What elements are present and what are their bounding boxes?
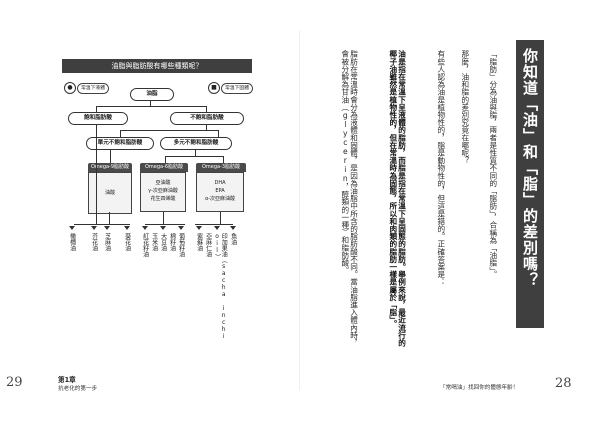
note-solid: 常溫下固體 [221, 83, 253, 94]
oil-fish: 魚油 [229, 233, 237, 245]
oil-cotton: 棉籽油 [168, 233, 176, 251]
left-page: 油脂與脂肪酸有哪些種類呢？ ● 常溫下液體 ■ 常溫下固體 油脂 飽和脂肪酸 不… [6, 59, 253, 392]
omega3-body: DHA EPA α-次亞麻油酸 [196, 172, 244, 212]
oil-soy: 大豆油 [159, 233, 167, 251]
node-root: 油脂 [130, 88, 174, 101]
omega6-item: γ-次亞麻油酸 [148, 188, 178, 194]
node-poly: 多元不飽和脂肪酸 [160, 137, 232, 150]
oil-sunflower: 葵花油 [123, 233, 131, 251]
omega3-head: Omega-3脂肪酸 [196, 163, 246, 172]
solid-icon: ■ [208, 82, 220, 94]
oil-grape: 葡萄籽油 [177, 233, 185, 257]
oil-corn: 玉米油 [150, 233, 158, 251]
chapter-subtitle: 抗老化的第一步 [58, 386, 98, 392]
oil-perilla: 紫蘇油 [195, 233, 203, 251]
omega6-body: 亞油酸 γ-次亞麻油酸 花生四烯酸 [140, 172, 186, 212]
omega3-item: EPA [215, 188, 225, 194]
node-saturated: 飽和脂肪酸 [68, 112, 128, 125]
running-footer: 「常喝油」找回你的體態年齡！ [440, 385, 519, 391]
node-mono: 單元不飽和脂肪酸 [86, 137, 154, 150]
note-liquid: 常溫下液體 [77, 83, 109, 94]
page-title: 你知道「油」和「脂」的差別嗎？ [516, 40, 544, 328]
paragraph-1: 「脂肪」分為油與脂，兩者是性質不同的「脂肪」，合稱為「油脂」。 [488, 50, 498, 278]
oil-linseed: 亞麻仁油 [204, 233, 212, 257]
oil-canola: 芥花油 [90, 233, 98, 251]
omega6-head: Omega-6脂肪酸 [140, 163, 188, 172]
omega6-item: 亞油酸 [155, 180, 171, 186]
drop-icon: ● [64, 82, 76, 94]
paragraph-5: 脂肪在常溫時會分為液體和固體，是因為油脂中所含的脂肪酸不同。當油脂進入體內時，會… [340, 50, 359, 347]
omega9-body: 油酸 [88, 172, 132, 214]
node-unsaturated: 不飽和脂肪酸 [170, 112, 244, 125]
paragraph-4: 油是指在常溫下呈液體的脂肪，而脂是指在常溫下呈固態的脂肪。舉例來說，最近流行的椰… [388, 50, 407, 347]
page-number-left: 29 [6, 375, 23, 390]
chapter-label: 第1章 [58, 376, 76, 384]
page-number-right: 28 [555, 376, 572, 391]
paragraph-3: 有些人認為油是植物性的，脂是動物性的，但這是錯的。正確答案是： [436, 50, 446, 286]
omega3-item: α-次亞麻油酸 [204, 196, 236, 202]
omega3-item: DHA [214, 180, 226, 186]
book-gutter [299, 30, 300, 390]
oil-sacha-inchi: 印加果油（sacha inchi oil） [213, 233, 228, 340]
diagram-title: 油脂與脂肪酸有哪些種類呢？ [62, 59, 252, 73]
omega9-head: Omega-9脂肪酸 [88, 163, 132, 172]
omega6-item: 花生四烯酸 [150, 196, 176, 202]
oil-sesame: 芝麻油 [103, 233, 111, 251]
paragraph-2: 那麼，油和脂的差別究竟在哪呢？ [460, 50, 470, 164]
oil-safflower: 紅花籽油 [141, 233, 149, 257]
oil-olive: 橄欖油 [68, 233, 76, 251]
